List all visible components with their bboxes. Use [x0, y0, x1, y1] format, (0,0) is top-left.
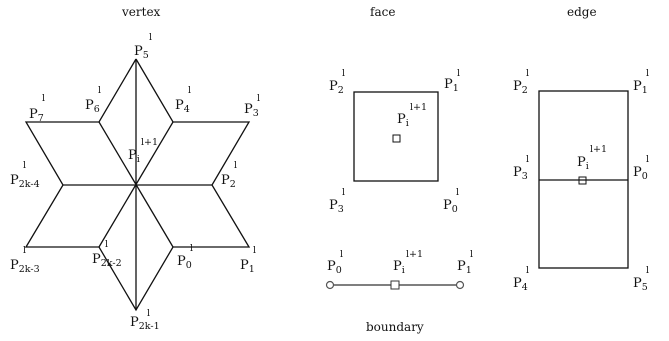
svg-text:P0: P0 [327, 259, 342, 276]
svg-text:P0: P0 [177, 254, 192, 271]
boundary-endpoint-p0 [325, 280, 335, 290]
vertex-stencil [24, 58, 251, 312]
face-title: face [370, 5, 395, 19]
svg-text:l: l [147, 308, 150, 319]
face-label-p3: P3 l [329, 187, 345, 215]
vertex-spoke-4-2k-2 [98, 121, 174, 248]
svg-text:l: l [340, 249, 343, 260]
boundary-endpoint-p1 [455, 280, 465, 290]
svg-text:P2: P2 [221, 173, 236, 190]
svg-text:P3: P3 [329, 198, 344, 215]
svg-text:Pi: Pi [128, 148, 140, 165]
svg-text:l: l [149, 32, 152, 43]
face-center-marker [392, 134, 401, 143]
svg-text:l+1: l+1 [410, 102, 427, 113]
boundary-midpoint-marker [390, 280, 400, 290]
vertex-label-p6: P6 l [85, 85, 101, 115]
svg-text:l: l [646, 154, 649, 165]
face-square [353, 91, 439, 182]
svg-text:P6: P6 [85, 98, 100, 115]
svg-text:l: l [526, 154, 529, 165]
vertex-label-p1: P1 l [240, 245, 256, 275]
svg-text:l: l [470, 249, 473, 260]
edge-label-p0: P0 l [633, 154, 649, 182]
svg-text:P4: P4 [175, 98, 190, 115]
boundary-label-pi: Pi l+1 [393, 249, 423, 276]
edge-label-p5: P5 l [633, 265, 649, 293]
svg-text:l: l [188, 85, 191, 96]
face-label-pi: Pi l+1 [397, 102, 427, 129]
vertex-label-p4: P4 l [175, 85, 191, 115]
svg-text:l: l [342, 68, 345, 79]
face-label-p0: P0 l [443, 187, 459, 215]
svg-text:l: l [526, 265, 529, 276]
vertex-label-p2k-2: P2k-2 l [92, 239, 122, 269]
svg-text:P2k-2: P2k-2 [92, 252, 122, 269]
face-label-p1: P1 l [444, 68, 460, 94]
svg-text:l: l [646, 68, 649, 79]
svg-text:P0: P0 [633, 165, 648, 182]
svg-text:P1: P1 [240, 258, 255, 275]
svg-text:P1: P1 [457, 259, 472, 276]
svg-text:P2: P2 [513, 79, 528, 96]
svg-text:P2k-3: P2k-3 [10, 258, 40, 275]
svg-text:P1: P1 [444, 77, 459, 94]
svg-text:l: l [190, 243, 193, 254]
svg-text:P2: P2 [329, 79, 344, 96]
edge-label-p3: P3 l [513, 154, 529, 182]
vertex-label-p2k-4: P2k-4 l [10, 160, 40, 190]
svg-text:l: l [105, 239, 108, 250]
vertex-label-p2k-3: P2k-3 l [10, 245, 40, 275]
svg-text:P3: P3 [513, 165, 528, 182]
svg-text:l+1: l+1 [406, 249, 423, 260]
svg-text:P2k-4: P2k-4 [10, 173, 40, 190]
vertex-label-p7: P7 l [29, 93, 45, 124]
svg-text:l: l [456, 187, 459, 198]
boundary-title: boundary [366, 320, 424, 334]
svg-text:l: l [23, 245, 26, 256]
vertex-label-pi: Pi l+1 [128, 137, 158, 165]
svg-text:l: l [253, 245, 256, 256]
svg-text:Pi: Pi [577, 155, 589, 172]
svg-text:P1: P1 [633, 79, 648, 96]
vertex-title: vertex [121, 5, 161, 19]
svg-text:Pi: Pi [393, 259, 405, 276]
svg-text:P3: P3 [244, 102, 259, 119]
svg-text:l: l [646, 265, 649, 276]
edge-midpoint-marker [578, 176, 587, 185]
svg-text:l: l [457, 68, 460, 79]
edge-label-pi: Pi l+1 [577, 144, 607, 172]
svg-text:l: l [342, 187, 345, 198]
boundary-label-p0: P0 l [327, 249, 343, 276]
svg-text:l: l [98, 85, 101, 96]
svg-text:P5: P5 [134, 44, 149, 61]
svg-text:l: l [42, 93, 45, 104]
face-label-p2: P2 l [329, 68, 345, 96]
svg-text:P7: P7 [29, 107, 44, 124]
edge-label-p1: P1 l [633, 68, 649, 96]
svg-text:l: l [526, 68, 529, 79]
svg-text:l+1: l+1 [141, 137, 158, 148]
vertex-label-p2: P2 l [221, 160, 237, 190]
svg-text:l+1: l+1 [590, 144, 607, 155]
vertex-label-p3: P3 l [244, 93, 260, 119]
vertex-label-p5: P5 l [134, 32, 152, 61]
edge-label-p4: P4 l [513, 265, 529, 293]
svg-text:P0: P0 [443, 198, 458, 215]
svg-text:l: l [234, 160, 237, 171]
svg-text:P5: P5 [633, 276, 648, 293]
svg-text:Pi: Pi [397, 112, 409, 129]
edge-label-p2: P2 l [513, 68, 529, 96]
vertex-label-p2k-1: P2k-1 l [130, 308, 160, 332]
svg-text:P4: P4 [513, 276, 528, 293]
svg-text:l: l [23, 160, 26, 171]
svg-text:P2k-1: P2k-1 [130, 315, 160, 332]
edge-title: edge [567, 5, 597, 19]
svg-text:l: l [257, 93, 260, 104]
boundary-label-p1: P1 l [457, 249, 473, 276]
vertex-label-p0: P0 l [177, 243, 193, 271]
